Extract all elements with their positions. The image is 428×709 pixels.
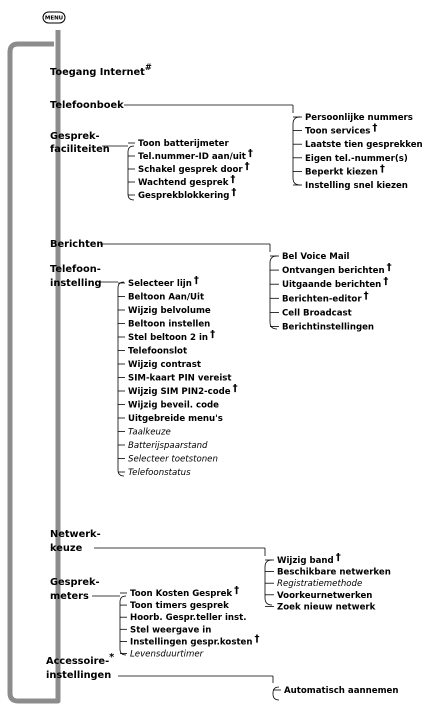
gesprekmeters-item: Toon timers gesprek: [130, 601, 229, 611]
telefooninstelling-item: Batterijspaarstand: [128, 441, 208, 451]
menu-telefooninstelling-line1: Telefoon-: [50, 264, 101, 275]
telefooninstelling-item: Beltoon Aan/Uit: [128, 293, 204, 303]
berichten-item: Uitgaande berichten†: [282, 276, 388, 290]
netwerkkeuze-item: Registratiemethode: [277, 579, 362, 589]
telefooninstelling-item: Selecteer lijn†: [128, 275, 199, 289]
connector-berichten: [100, 243, 278, 330]
telefooninstelling-item: Beltoon instellen: [128, 320, 210, 330]
menu-accessoire-line1: Accessoire-*: [46, 652, 114, 667]
telefooninstelling-item: Wijzig contrast: [128, 360, 201, 370]
accessoire-item: Automatisch aannemen: [284, 686, 398, 696]
telefooninstelling-item: SIM-kaart PIN vereist: [128, 374, 232, 384]
telefooninstelling-item: Wijzig beveil. code: [128, 401, 219, 411]
menu-berichten: Berichten: [50, 239, 103, 250]
menu-accessoire-line2: instellingen: [46, 670, 111, 681]
telefooninstelling-item: Wijzig belvolume: [128, 306, 211, 316]
netwerkkeuze-item: Beschikbare netwerken: [277, 568, 391, 578]
gesprekfaciliteiten-item: Schakel gesprek door†: [138, 161, 250, 175]
telefooninstelling-item: Wijzig SIM PIN2-code†: [128, 383, 238, 397]
menu-toegang-internet: Toegang Internet#: [50, 62, 152, 78]
telefooninstelling-item: Uitgebreide menu's: [128, 414, 223, 424]
gesprekmeters-item: Levensduurtimer: [130, 650, 204, 660]
submenu-netwerkkeuze: Wijzig band† Beschikbare netwerkenRegistr…: [265, 552, 391, 612]
gesprekfaciliteiten-item: Toon batterijmeter: [138, 139, 229, 149]
gesprekfaciliteiten-item: Wachtend gesprek†: [138, 174, 235, 188]
submenu-gesprekmeters: Toon Kosten Gesprek† Toon timers gesprekH…: [120, 585, 260, 660]
berichten-item: Cell Broadcast: [282, 308, 352, 318]
netwerkkeuze-item: Zoek nieuw netwerk: [277, 602, 376, 612]
gesprekmeters-item: Toon Kosten Gesprek†: [130, 585, 239, 599]
connector-telefooninstelling: [98, 281, 125, 477]
telefoonboek-item: Persoonlijke nummers: [305, 113, 413, 123]
telefooninstelling-item: Selecteer toetstonen: [128, 455, 218, 465]
submenu-accessoire: Automatisch aannemen: [273, 686, 398, 696]
telefooninstelling-item: Telefoonstatus: [128, 468, 191, 478]
telefoonboek-item: Instelling snel kiezen: [305, 181, 408, 191]
telefooninstelling-item: Telefoonslot: [128, 347, 187, 357]
telefooninstelling-item: Taalkeuze: [128, 428, 171, 438]
menu-telefooninstelling-line2: instelling: [50, 278, 102, 289]
menu-key-icon: MENU: [42, 11, 66, 24]
connector-gesprekmeters: [92, 595, 127, 656]
connector-netwerkkeuze: [94, 547, 273, 606]
connector-telefoonboek: [124, 104, 301, 186]
gesprekmeters-item: Hoorb. Gespr.teller inst.: [130, 613, 247, 623]
gesprekmeters-item: Instellingen gespr.kosten†: [130, 633, 260, 647]
connector-gesprekfaciliteiten: [102, 145, 135, 201]
menu-key-label: MENU: [45, 16, 63, 22]
telefoonboek-item: Toon services†: [305, 123, 377, 137]
gesprekmeters-item: Stel weergave in: [130, 625, 211, 635]
telefooninstelling-item: Stel beltoon 2 in†: [128, 329, 215, 343]
menu-netwerkkeuze-line2: keuze: [50, 543, 83, 554]
menu-telefoonboek: Telefoonboek: [50, 100, 124, 111]
berichten-item: Berichten-editor†: [282, 290, 369, 304]
menu-gesprekfaciliteiten-line1: Gesprek-: [50, 131, 100, 142]
gesprekfaciliteiten-item: Tel.nummer-ID aan/uit†: [138, 148, 253, 162]
menu-gesprekmeters-line2: meters: [50, 591, 89, 602]
connector-accessoire: [118, 675, 280, 701]
menu-netwerkkeuze-line1: Netwerk-: [50, 529, 101, 540]
telefoonboek-item: Eigen tel.-nummer(s): [305, 154, 408, 164]
netwerkkeuze-item: Wijzig band†: [277, 552, 341, 566]
telefoonboek-item: Beperkt kiezen†: [305, 163, 385, 177]
berichten-item: Berichtinstellingen: [282, 323, 374, 333]
menu-gesprekmeters-line1: Gesprek-: [50, 577, 100, 588]
telefoonboek-item: Laatste tien gesprekken: [305, 140, 423, 150]
menu-gesprekfaciliteiten-line2: faciliteiten: [50, 144, 110, 155]
berichten-item: Bel Voice Mail: [282, 252, 350, 262]
netwerkkeuze-item: Voorkeurnetwerken: [277, 591, 372, 601]
berichten-item: Ontvangen berichten†: [282, 262, 392, 276]
gesprekfaciliteiten-item: Gesprekblokkering†: [138, 187, 236, 201]
loop-back-rail: [7, 41, 61, 704]
